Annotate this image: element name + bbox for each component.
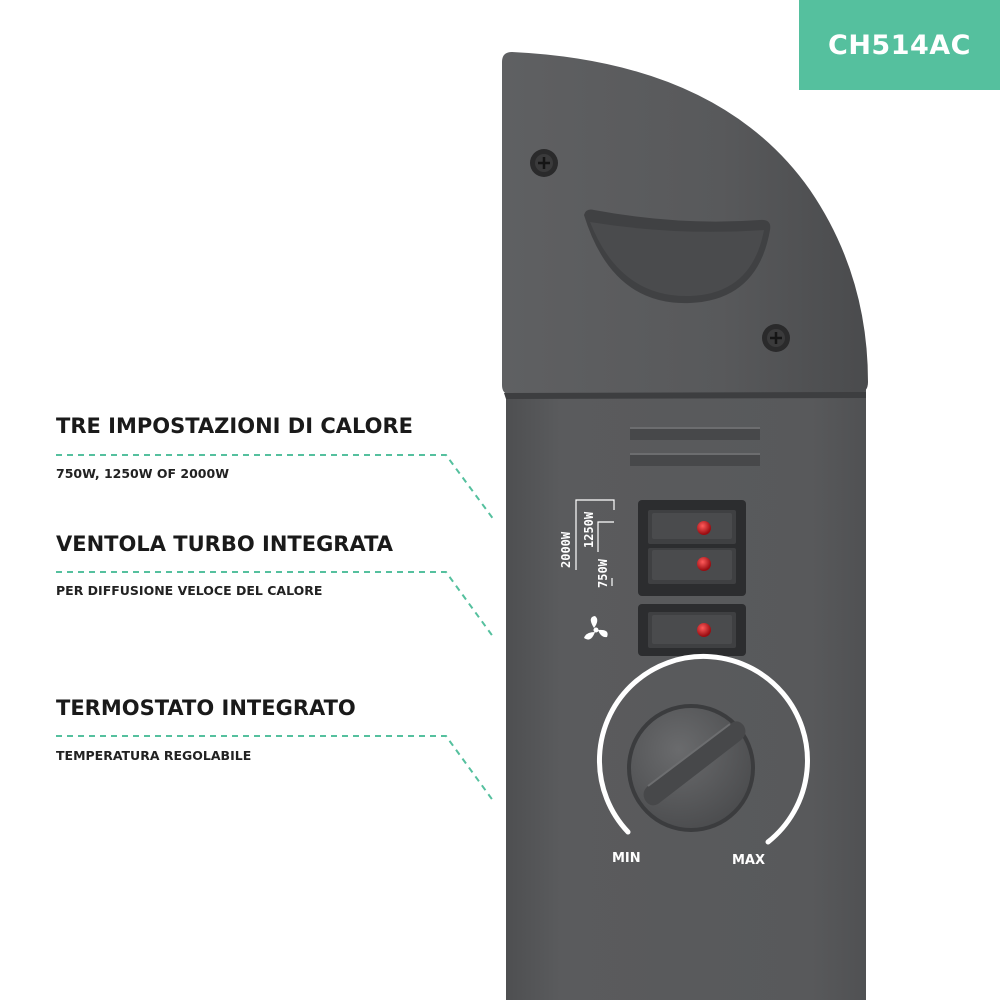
connector-line-thermostat [56,735,495,803]
feature-subtitle-thermostat: TEMPERATURA REGOLABILE [56,748,252,763]
cap-edge-shadow [504,392,866,399]
feature-subtitle-heat: 750W, 1250W OF 2000W [56,466,229,481]
fan-switch[interactable] [648,612,736,648]
thermostat-knob[interactable] [627,704,755,832]
screw-icon [530,149,558,177]
dial-scale-arc [597,653,810,845]
connector-line-fan [56,571,495,639]
dial-min-label: MIN [612,851,641,866]
feature-title-thermostat: TERMOSTATO INTEGRATO [56,696,356,720]
label-750w: 750W [596,558,610,588]
feature-subtitle-fan: PER DIFFUSIONE VELOCE DEL CALORE [56,583,323,598]
model-badge: CH514AC [799,0,1000,90]
indicator-light [697,623,711,637]
carry-handle-inner [590,222,764,297]
dial-max-label: MAX [732,853,765,868]
power-scale: 2000W 1250W 750W [559,499,615,588]
screw-icon [762,324,790,352]
connector-line-heat [56,454,495,521]
label-1250w: 1250W [582,511,596,548]
label-2000w: 2000W [559,531,573,568]
connector-lines [56,454,495,803]
power-switch-lower[interactable] [648,548,736,584]
power-switch-upper[interactable] [648,510,736,544]
feature-title-heat: TRE IMPOSTAZIONI DI CALORE [56,414,413,438]
vent-slots [630,427,760,466]
indicator-light [697,557,711,571]
feature-title-fan: VENTOLA TURBO INTEGRATA [56,532,394,556]
indicator-light [697,521,711,535]
fan-icon [584,616,608,640]
heater-body [506,380,866,1000]
